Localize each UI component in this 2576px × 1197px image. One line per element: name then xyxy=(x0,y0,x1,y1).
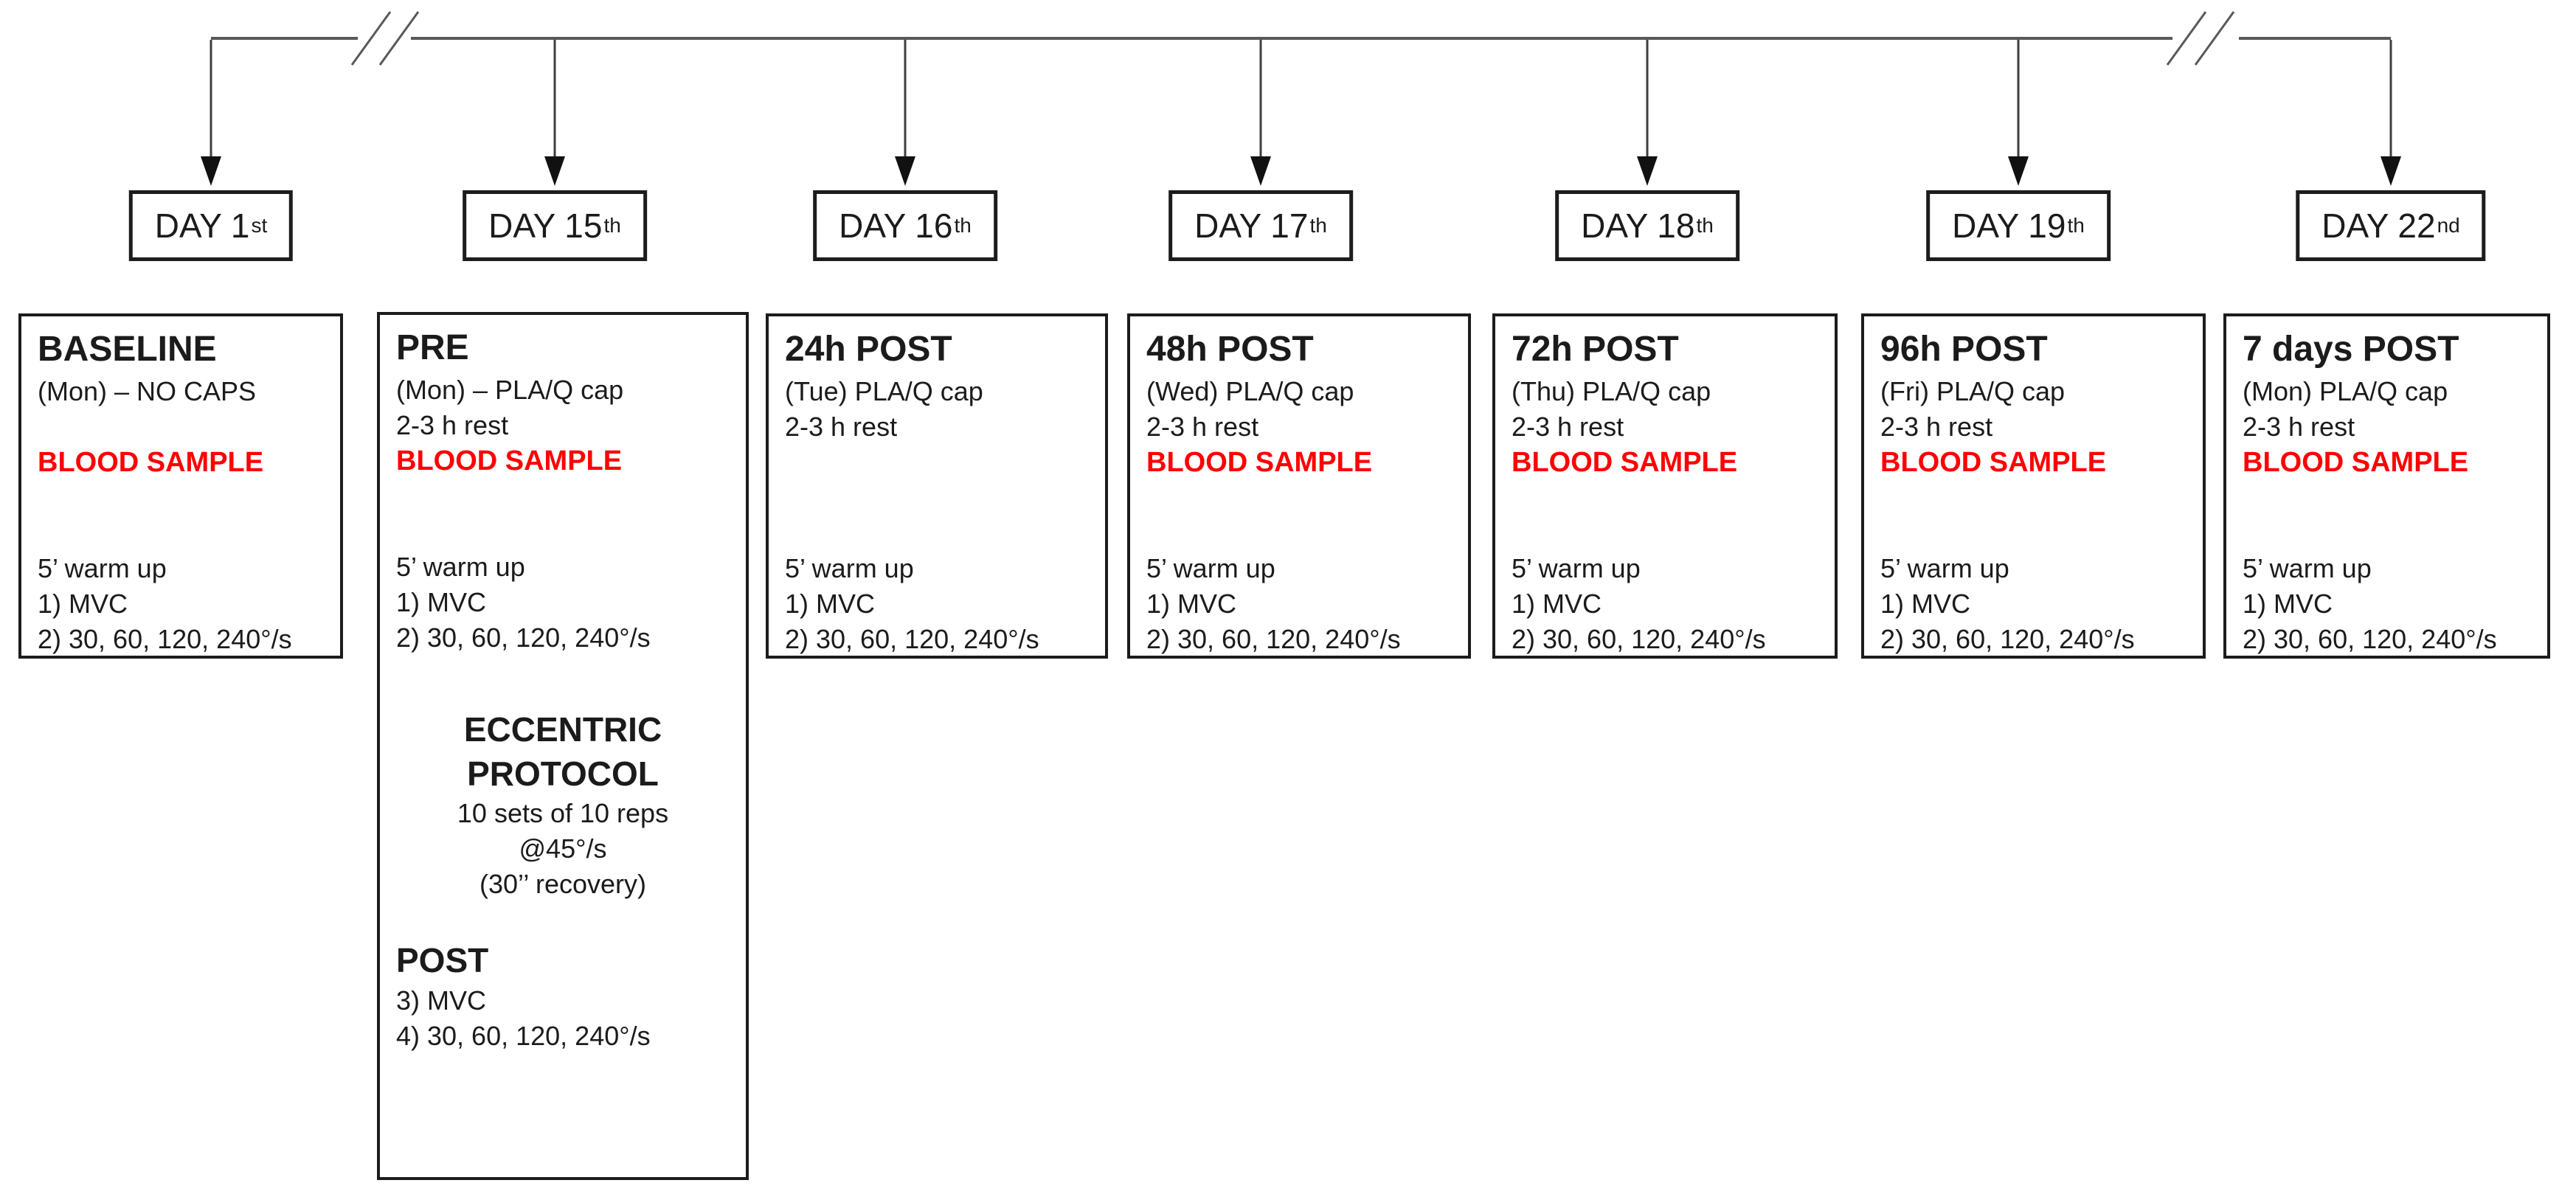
blood-sample-label xyxy=(785,445,1092,480)
session-box-72h-post: 72h POST (Thu) PLA/Q cap 2-3 h rest BLOO… xyxy=(1492,313,1838,659)
test-item-1: 1) MVC xyxy=(785,589,876,619)
test-item-1: 1) MVC xyxy=(1880,589,1971,619)
day-label: DAY 17 xyxy=(1194,207,1309,245)
session-rest-info: 2-3 h rest xyxy=(1512,412,1624,442)
test-item-2: 2) 30, 60, 120, 240°/s xyxy=(38,624,292,654)
warmup-label: 5’ warm up xyxy=(785,553,914,583)
blood-sample-label: BLOOD SAMPLE xyxy=(396,445,623,476)
day-label: DAY 15 xyxy=(488,207,603,245)
session-rest-info: 2-3 h rest xyxy=(1146,412,1259,442)
session-day-info: (Mon) PLA/Q cap xyxy=(2243,376,2448,406)
session-title: 96h POST xyxy=(1880,330,2048,369)
axis-break-icon xyxy=(350,11,420,66)
day-label: DAY 16 xyxy=(839,207,953,245)
session-box-96h-post: 96h POST (Fri) PLA/Q cap 2-3 h rest BLOO… xyxy=(1861,313,2206,659)
session-rest-info: 2-3 h rest xyxy=(396,410,509,440)
session-rest-info: 2-3 h rest xyxy=(1880,412,1993,442)
post-test-item-1: 3) MVC xyxy=(396,985,487,1016)
session-rest-info: 2-3 h rest xyxy=(785,412,898,442)
session-box-pre: PRE (Mon) – PLA/Q cap 2-3 h rest BLOOD S… xyxy=(377,312,749,1180)
test-item-1: 1) MVC xyxy=(1146,589,1237,619)
test-item-1: 1) MVC xyxy=(1512,589,1602,619)
blood-sample-label: BLOOD SAMPLE xyxy=(1512,447,1738,478)
session-box-baseline: BASELINE (Mon) – NO CAPS BLOOD SAMPLE 5’… xyxy=(18,313,343,659)
test-item-1: 1) MVC xyxy=(2243,589,2333,619)
post-title: POST xyxy=(396,941,489,979)
session-day-info: (Mon) – NO CAPS xyxy=(38,376,257,406)
test-item-2: 2) 30, 60, 120, 240°/s xyxy=(785,624,1039,654)
warmup-label: 5’ warm up xyxy=(396,552,525,582)
session-box-24h-post: 24h POST (Tue) PLA/Q cap 2-3 h rest 5’ w… xyxy=(766,313,1108,659)
session-title: PRE xyxy=(396,328,469,367)
session-title: 24h POST xyxy=(785,330,952,369)
session-rest-info xyxy=(38,409,327,445)
test-item-2: 2) 30, 60, 120, 240°/s xyxy=(1880,624,2135,654)
session-day-info: (Thu) PLA/Q cap xyxy=(1512,376,1711,406)
blood-sample-label: BLOOD SAMPLE xyxy=(1146,447,1373,478)
day-label: DAY 22 xyxy=(2321,207,2436,245)
blood-sample-label: BLOOD SAMPLE xyxy=(1880,447,2107,478)
protocol-heading-line1: ECCENTRIC xyxy=(463,710,662,749)
test-item-2: 2) 30, 60, 120, 240°/s xyxy=(2243,624,2497,654)
test-item-2: 2) 30, 60, 120, 240°/s xyxy=(396,622,651,653)
post-test-item-2: 4) 30, 60, 120, 240°/s xyxy=(396,1021,651,1051)
test-item-1: 1) MVC xyxy=(396,587,487,617)
test-item-2: 2) 30, 60, 120, 240°/s xyxy=(1512,624,1766,654)
warmup-label: 5’ warm up xyxy=(1512,553,1641,583)
session-day-info: (Fri) PLA/Q cap xyxy=(1880,376,2066,406)
warmup-label: 5’ warm up xyxy=(1146,553,1275,583)
day-label: DAY 1 xyxy=(154,207,250,245)
axis-break-icon xyxy=(2166,11,2235,66)
protocol-heading-line2: PROTOCOL xyxy=(467,754,659,793)
warmup-label: 5’ warm up xyxy=(38,553,167,583)
session-title: BASELINE xyxy=(38,330,217,369)
blood-sample-label: BLOOD SAMPLE xyxy=(2243,447,2469,478)
arrow-down-icon xyxy=(201,40,2401,186)
session-day-info: (Mon) – PLA/Q cap xyxy=(396,375,624,405)
warmup-label: 5’ warm up xyxy=(2243,553,2372,583)
session-box-48h-post: 48h POST (Wed) PLA/Q cap 2-3 h rest BLOO… xyxy=(1127,313,1471,659)
protocol-detail-sets: 10 sets of 10 reps xyxy=(457,798,669,828)
session-box-7days-post: 7 days POST (Mon) PLA/Q cap 2-3 h rest B… xyxy=(2223,313,2550,659)
session-rest-info: 2-3 h rest xyxy=(2243,412,2355,442)
warmup-label: 5’ warm up xyxy=(1880,553,2009,583)
timeline xyxy=(201,11,2401,186)
day-label: DAY 18 xyxy=(1581,207,1695,245)
test-item-1: 1) MVC xyxy=(38,589,128,619)
session-day-info: (Tue) PLA/Q cap xyxy=(785,376,983,406)
blood-sample-label: BLOOD SAMPLE xyxy=(38,447,264,478)
test-item-2: 2) 30, 60, 120, 240°/s xyxy=(1146,624,1401,654)
session-day-info: (Wed) PLA/Q cap xyxy=(1146,376,1354,406)
day-label: DAY 19 xyxy=(1952,207,2066,245)
protocol-detail-speed: @45°/s xyxy=(519,833,607,864)
protocol-detail-recovery: (30’’ recovery) xyxy=(479,869,647,899)
session-title: 48h POST xyxy=(1146,330,1314,369)
session-title: 7 days POST xyxy=(2243,330,2459,369)
session-title: 72h POST xyxy=(1512,330,1679,369)
